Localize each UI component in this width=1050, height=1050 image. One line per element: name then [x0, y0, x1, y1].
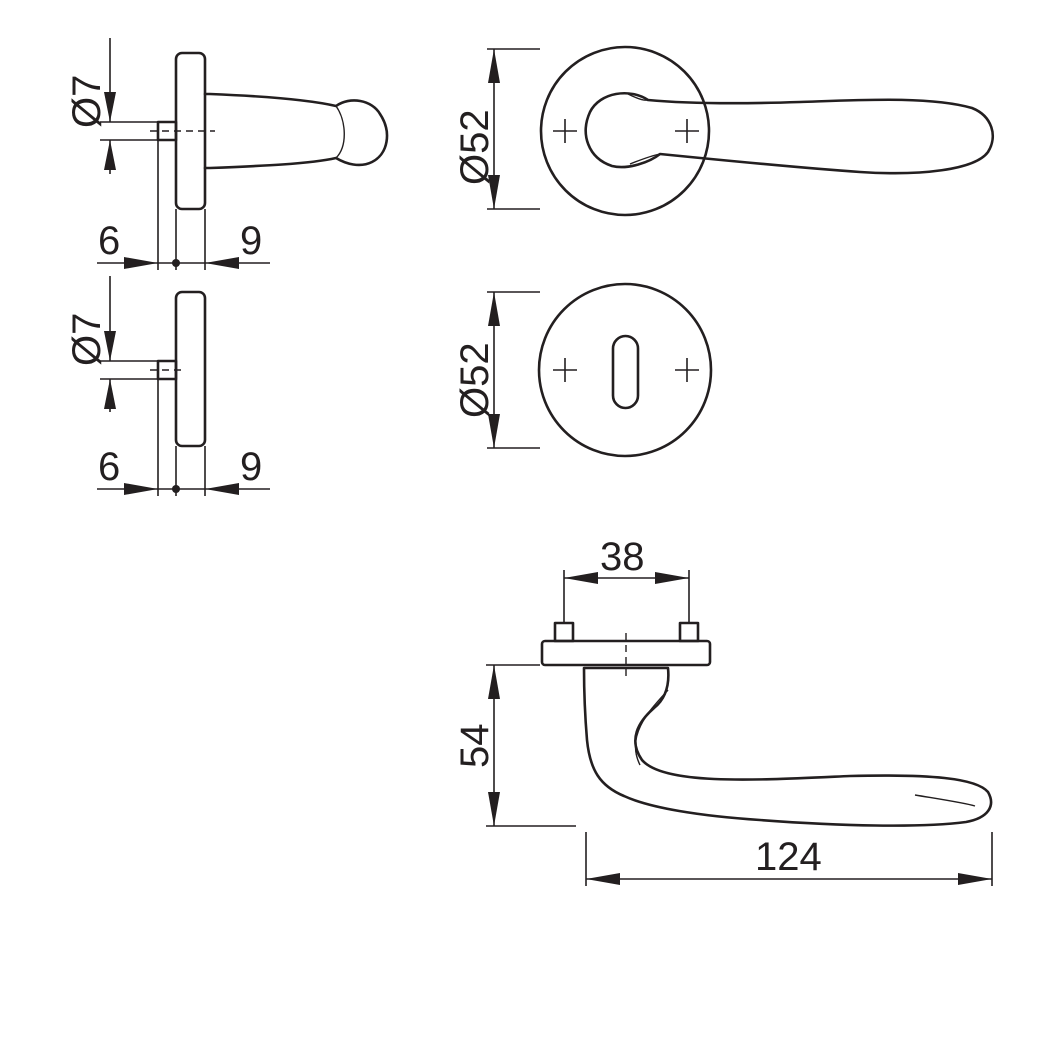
- handle-neck-shading: [627, 93, 661, 165]
- screw-mark: [675, 358, 699, 382]
- handle-knob-inner: [335, 105, 345, 159]
- dim-right-label: 9: [240, 445, 262, 489]
- dimension-dot: [172, 259, 180, 267]
- keyhole-slot: [611, 334, 640, 410]
- spindle-diameter-label: Ø7: [65, 313, 109, 366]
- handle-neck-side: [203, 92, 389, 170]
- length-label: 124: [755, 835, 822, 879]
- lever-inner-contour: [634, 689, 976, 807]
- rose-front: [539, 45, 711, 217]
- screw-stud: [553, 621, 575, 643]
- handle-side-view: Ø7 6 9: [65, 38, 389, 270]
- rose-plate-top: [540, 639, 712, 667]
- dimension-dot: [172, 485, 180, 493]
- screw-mark: [553, 119, 577, 143]
- dimension-arrow: [104, 92, 116, 122]
- keyhole-side-view: Ø7 6 9: [65, 276, 270, 496]
- rose-plate-side: [174, 290, 207, 448]
- screw-mark: [675, 119, 699, 143]
- dim-right-label: 9: [240, 219, 262, 263]
- handle-front-outline: [584, 92, 994, 175]
- dim-left-label: 6: [98, 445, 120, 489]
- screw-spacing-label: 38: [600, 535, 645, 579]
- keyhole-front-view: Ø52: [453, 282, 713, 458]
- rose-front: [537, 282, 713, 458]
- screw-mark: [553, 358, 577, 382]
- handle-front-view: Ø52: [453, 45, 994, 217]
- rose-diameter-label: Ø52: [453, 109, 497, 185]
- spindle-diameter-label: Ø7: [65, 75, 109, 128]
- screw-stud: [678, 621, 700, 643]
- dim-left-label: 6: [98, 219, 120, 263]
- projection-label: 54: [453, 724, 497, 769]
- dimension-arrow: [104, 140, 116, 170]
- lever-top-outline: [582, 666, 993, 827]
- rose-diameter-label: Ø52: [453, 342, 497, 418]
- handle-top-view: 38 54 124: [453, 535, 993, 886]
